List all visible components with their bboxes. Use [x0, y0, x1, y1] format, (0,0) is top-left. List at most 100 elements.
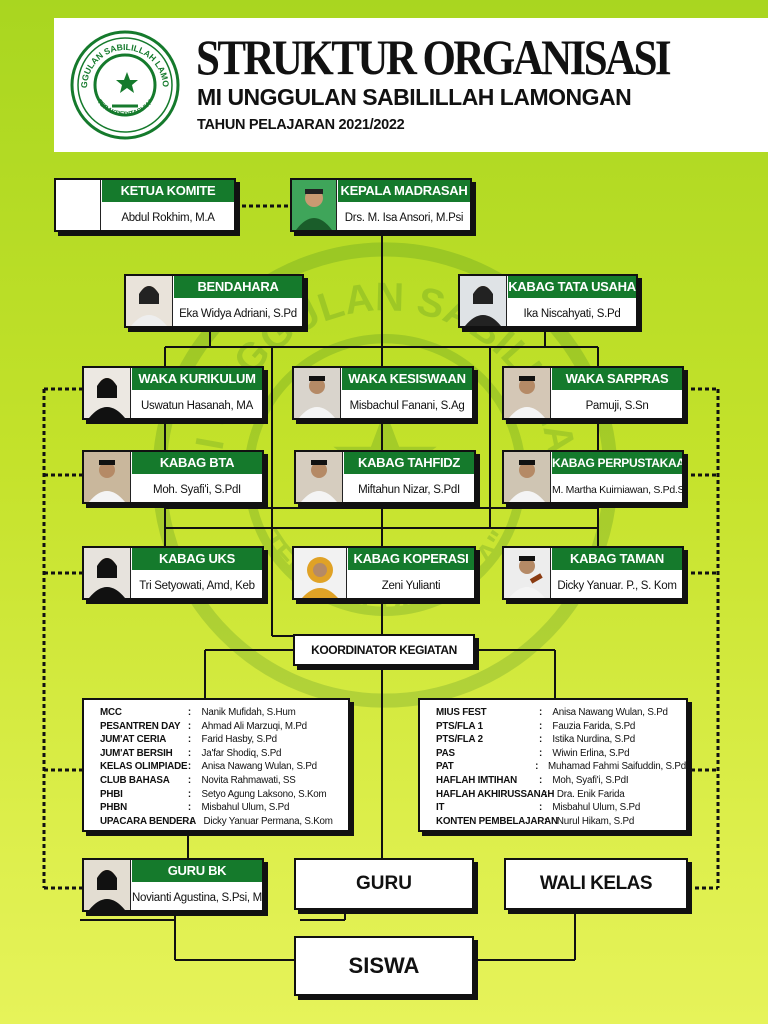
kegiatan-person: Dra. Enik Farida: [556, 788, 625, 800]
card-guru-bk: GURU BK Novianti Agustina, S.Psi, MM: [82, 858, 264, 912]
card-title: GURU BK: [132, 860, 262, 882]
kegiatan-person: Moh, Syafi'i, S.PdI: [552, 774, 629, 786]
kegiatan-row: PTS/FLA 1: Fauzia Farida, S.Pd: [436, 720, 686, 734]
colon-separator: :: [187, 802, 191, 814]
card-title: KABAG TAMAN: [552, 548, 682, 570]
card-name: Drs. M. Isa Ansori, M.Psi: [344, 212, 464, 224]
kegiatan-row: CLUB BAHASA:Novita Rahmawati, SS: [100, 774, 348, 788]
kegiatan-row: MCC:Nanik Mufidah, S.Hum: [100, 706, 348, 720]
kegiatan-label: MIUS FEST: [436, 707, 487, 718]
kegiatan-person: Setyo Agung Laksono, S.Kom: [201, 788, 327, 800]
kegiatan-row: PAS:Wiwin Erlina, S.Pd: [436, 747, 686, 761]
kegiatan-label: PESANTREN DAY: [100, 720, 181, 732]
card-title: KABAG BTA: [132, 452, 262, 474]
kegiatan-person: Novita Rahmawati, SS: [201, 774, 296, 786]
person-photo-icon: [504, 452, 551, 502]
card-kabag-koperasi: KABAG KOPERASI Zeni Yulianti: [292, 546, 476, 600]
colon-separator: :: [187, 720, 191, 732]
person-photo-icon: [84, 548, 131, 598]
colon-separator: :: [539, 747, 543, 759]
card-name: Eka Widya Adriani, S.Pd: [179, 308, 297, 320]
kegiatan-row: PESANTREN DAY: Ahmad Ali Marzuqi, M.Pd: [100, 720, 348, 734]
person-photo-icon: [296, 452, 343, 502]
kegiatan-row: JUM'AT BERSIH:Ja'far Shodiq, S.Pd: [100, 747, 348, 761]
colon-separator: :: [544, 788, 548, 800]
kegiatan-row: PHBN:Misbahul Ulum, S.Pd: [100, 801, 348, 815]
kegiatan-label: JUM'AT BERSIH: [100, 747, 173, 759]
kegiatan-row: PTS/FLA 2:Istika Nurdina, S.Pd: [436, 733, 686, 747]
card-bendahara: BENDAHARA Eka Widya Adriani, S.Pd: [124, 274, 304, 328]
kegiatan-person: Dicky Yanuar Permana, S.Kom: [203, 815, 333, 827]
colon-separator: :: [187, 747, 191, 759]
kegiatan-row: KONTEN PEMBELAJARAN:Nurul Hikam, S.Pd: [436, 815, 686, 829]
card-kabag-taman: KABAG TAMAN Dicky Yanuar. P., S. Kom: [502, 546, 684, 600]
colon-separator: :: [187, 774, 191, 786]
colon-separator: :: [539, 720, 543, 732]
card-waka-kesiswaan: WAKA KESISWAAN Misbachul Fanani, S.Ag: [292, 366, 474, 420]
card-kabag-tahfidz: KABAG TAHFIDZ Miftahun Nizar, S.PdI: [294, 450, 476, 504]
kegiatan-row: HAFLAH AKHIRUSSANAH: Dra. Enik Farida: [436, 788, 686, 802]
photo-placeholder: [56, 180, 101, 230]
colon-separator: :: [187, 734, 191, 746]
kegiatan-person: Istika Nurdina, S.Pd: [552, 734, 635, 746]
colon-separator: :: [539, 707, 543, 718]
academic-year: TAHUN PELAJARAN 2021/2022: [197, 117, 405, 133]
kegiatan-label: HAFLAH AKHIRUSSANAH: [436, 788, 555, 800]
kegiatan-person: Farid Hasby, S.Pd: [201, 734, 278, 746]
card-kabag-uks: KABAG UKS Tri Setyowati, Amd, Keb: [82, 546, 264, 600]
kegiatan-label: IT: [436, 802, 445, 814]
person-photo-icon: [504, 368, 551, 418]
card-name: Uswatun Hasanah, MA: [141, 400, 253, 412]
person-photo-icon: [84, 452, 131, 502]
colon-separator: :: [539, 774, 543, 786]
person-photo-icon: [84, 860, 131, 910]
card-title: BENDAHARA: [174, 276, 302, 298]
person-photo-icon: [292, 180, 337, 230]
kegiatan-row: PAT:Muhamad Fahmi Saifuddin, S.Pd: [436, 760, 686, 774]
kegiatan-person: Fauzia Farida, S.Pd: [552, 720, 636, 732]
kegiatan-row: KELAS OLIMPIADE:Anisa Nawang Wulan, S.Pd: [100, 760, 348, 774]
kegiatan-label: PTS/FLA 2: [436, 734, 483, 746]
card-kabag-bta: KABAG BTA Moh. Syafi'i, S.PdI: [82, 450, 264, 504]
card-name: Dicky Yanuar. P., S. Kom: [557, 580, 677, 592]
colon-separator: :: [535, 761, 539, 773]
card-waka-sarpras: WAKA SARPRAS Pamuji, S.Sn: [502, 366, 684, 420]
card-name: Tri Setyowati, Amd, Keb: [139, 580, 255, 592]
kegiatan-label: PTS/FLA 1: [436, 720, 483, 732]
card-name: Miftahun Nizar, S.PdI: [358, 484, 460, 496]
kegiatan-row: PHBI:Setyo Agung Laksono, S.Kom: [100, 788, 348, 802]
person-photo-icon: [84, 368, 131, 418]
colon-separator: :: [544, 815, 548, 827]
siswa-box: SISWA: [294, 936, 474, 996]
page-title: STRUKTUR ORGANISASI: [196, 29, 672, 85]
kegiatan-person: Misbahul Ulum, S.Pd: [552, 802, 641, 814]
card-kabag-perpustakaan: KABAG PERPUSTAKAAN M. Martha Kuirniawan,…: [502, 450, 684, 504]
colon-separator: :: [187, 707, 191, 718]
colon-separator: :: [539, 802, 543, 814]
kegiatan-label: PHBI: [100, 788, 123, 800]
wali-kelas-box: WALI KELAS: [504, 858, 688, 910]
kegiatan-label: PAS: [436, 747, 455, 759]
card-waka-kurikulum: WAKA KURIKULUM Uswatun Hasanah, MA: [82, 366, 264, 420]
person-photo-icon: [460, 276, 507, 326]
card-kabag-tata-usaha: KABAG TATA USAHA Ika Niscahyati, S.Pd: [458, 274, 638, 328]
card-title: KETUA KOMITE: [102, 180, 234, 202]
card-title: WAKA KESISWAAN: [342, 368, 472, 390]
kegiatan-row: HAFLAH IMTIHAN: Moh, Syafi'i, S.PdI: [436, 774, 686, 788]
person-photo-icon: [294, 368, 341, 418]
kegiatan-person: Nurul Hikam, S.Pd: [556, 815, 635, 827]
card-name: Pamuji, S.Sn: [585, 400, 649, 412]
kegiatan-row: JUM'AT CERIA:Farid Hasby, S.Pd: [100, 733, 348, 747]
card-name: Ika Niscahyati, S.Pd: [523, 308, 621, 320]
kegiatan-person: Misbahul Ulum, S.Pd: [201, 802, 290, 814]
card-title: KABAG KOPERASI: [348, 548, 474, 570]
person-photo-icon: [504, 548, 551, 598]
kegiatan-row: IT: Misbahul Ulum, S.Pd: [436, 801, 686, 815]
kegiatan-label: KELAS OLIMPIADE: [100, 761, 188, 773]
kegiatan-person: Ahmad Ali Marzuqi, M.Pd: [201, 720, 308, 732]
header-banner: MI UNGGULAN SABILILLAH LAMONGAN TERAKRED…: [54, 18, 768, 152]
kegiatan-label: HAFLAH IMTIHAN: [436, 774, 518, 786]
